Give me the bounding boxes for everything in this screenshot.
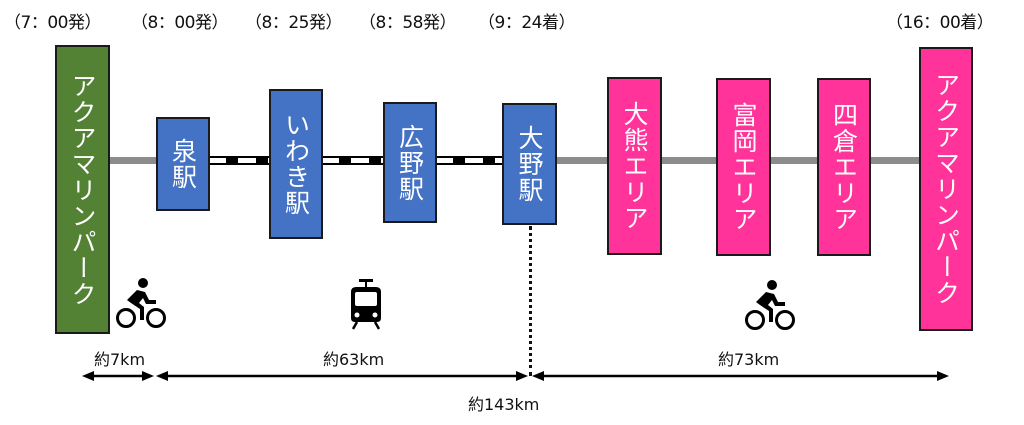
stop-aquamarine-start: アクアマリンパーク: [55, 45, 110, 334]
stop-label: 四倉エリア: [829, 102, 859, 232]
stop-okuma: 大熊エリア: [607, 77, 662, 255]
rail-segment: [208, 156, 270, 165]
stop-label: 大野駅: [515, 125, 544, 203]
arrow-segment-2: [156, 371, 528, 381]
train-icon: [351, 279, 381, 330]
arrow-segment-3: [532, 371, 949, 381]
time-label-hirono-depart: （8：58発）: [359, 13, 456, 33]
stop-label: 広野駅: [395, 123, 425, 202]
stop-label: アクアマリンパーク: [931, 72, 961, 306]
time-label-ono-arrive: （9：24着）: [478, 13, 575, 33]
stop-yotsukura: 四倉エリア: [817, 78, 871, 256]
stop-label: いわき駅: [281, 112, 311, 216]
ono-divider-line: [529, 226, 532, 376]
stop-ono: 大野駅: [502, 103, 557, 225]
road-segment: [108, 157, 158, 164]
stop-label: 富岡エリア: [729, 102, 758, 232]
stop-aquamarine-end: アクアマリンパーク: [919, 47, 973, 331]
time-label-aquamarine-arrive: （16：00着）: [886, 13, 994, 33]
stop-tomioka: 富岡エリア: [716, 78, 771, 256]
distance-label-segment-1: 約7km: [94, 350, 146, 369]
arrow-segment-1: [82, 371, 154, 381]
distance-label-segment-2: 約63km: [323, 350, 385, 369]
rail-segment: [435, 156, 503, 165]
stop-label: アクアマリンパーク: [68, 72, 97, 307]
time-label-iwaki-depart: （8：25発）: [245, 13, 342, 33]
time-label-izumi-depart: （8：00発）: [131, 13, 228, 33]
rail-segment: [321, 156, 384, 165]
stop-izumi: 泉駅: [156, 117, 210, 211]
stop-label: 泉駅: [168, 138, 198, 190]
bicycle-icon: [116, 278, 166, 328]
time-label-aquamarine-depart: （7：00発）: [4, 13, 101, 33]
stop-hirono: 広野駅: [383, 102, 437, 223]
bicycle-icon: [745, 280, 795, 330]
distance-label-total: 約143km: [468, 395, 540, 414]
distance-label-segment-3: 約73km: [718, 350, 780, 369]
stop-label: 大熊エリア: [620, 101, 649, 231]
stop-iwaki: いわき駅: [269, 89, 323, 239]
